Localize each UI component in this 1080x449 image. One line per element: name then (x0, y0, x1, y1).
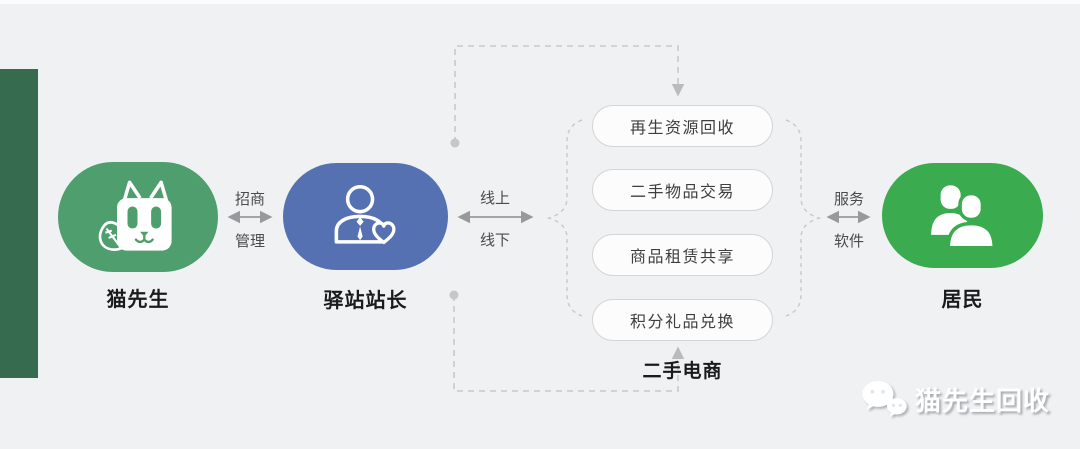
platform-group-label: 二手电商 (642, 361, 723, 382)
wechat-icon (862, 381, 907, 417)
residents-label: 居民 (941, 289, 984, 311)
route-dot-bottom (449, 290, 459, 300)
link-label-service: 服务 (833, 191, 864, 208)
residents-icon (930, 184, 996, 249)
mr-cat-label: 猫先生 (106, 289, 170, 311)
left-accent-bar (0, 69, 38, 378)
station-master-label: 驿站站长 (323, 290, 408, 312)
link-label-recruit: 招商 (234, 191, 265, 208)
link-label-online: 线上 (479, 190, 510, 207)
station-master-node (283, 163, 448, 270)
brace-left (546, 119, 583, 317)
link-label-manage: 管理 (234, 233, 265, 250)
top-edge-strip (0, 0, 1080, 4)
service-pill-points-exchange: 积分礼品兑换 (592, 299, 773, 341)
service-pill-rental-sharing: 商品租赁共享 (592, 234, 773, 276)
cat-logo-icon (98, 180, 172, 251)
route-dot-top (450, 138, 460, 148)
watermark-text: 猫先生回收 (915, 385, 1051, 416)
brace-right (785, 119, 822, 317)
residents-node (882, 163, 1043, 268)
link-label-software: 软件 (833, 233, 864, 250)
service-pill-recycling: 再生资源回收 (592, 105, 773, 147)
mr-cat-node (58, 162, 218, 272)
link-label-offline: 线下 (479, 232, 510, 249)
watermark: 猫先生回收 (860, 379, 1050, 419)
station-master-icon (334, 184, 396, 244)
service-pill-secondhand-trade: 二手物品交易 (592, 169, 773, 211)
